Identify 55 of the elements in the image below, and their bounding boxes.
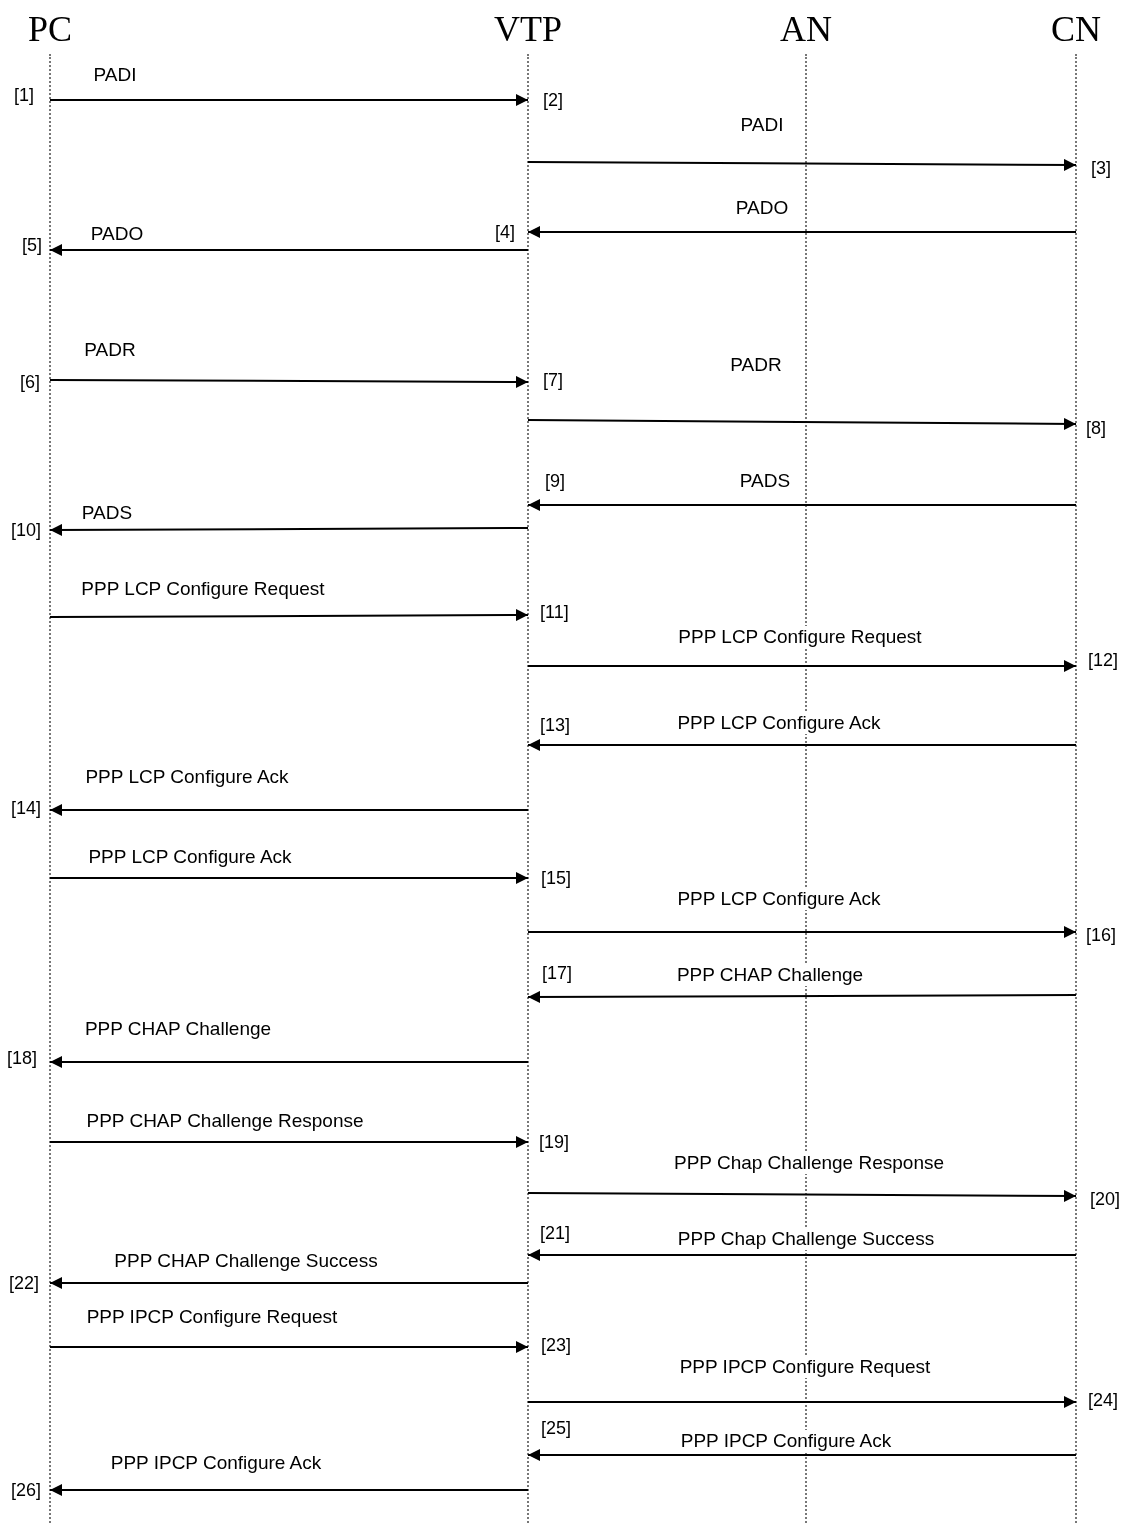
message-arrow (49, 609, 529, 622)
step-number: [15] (541, 868, 572, 888)
message-arrow (49, 804, 529, 816)
step-number: [8] (1086, 418, 1106, 438)
message-arrow (49, 375, 529, 388)
step-number: [5] (22, 235, 42, 255)
message-label: PPP LCP Configure Request (676, 626, 924, 648)
step-number: [9] (545, 471, 565, 491)
step-number: [23] (541, 1335, 572, 1355)
message-arrow (527, 158, 1077, 171)
message-arrow (527, 417, 1077, 430)
message-arrow (527, 1189, 1077, 1202)
message-arrow (527, 926, 1077, 938)
message-arrow (527, 739, 1077, 751)
step-number: [20] (1090, 1189, 1121, 1209)
step-number: [21] (540, 1223, 571, 1243)
message-arrow (49, 244, 529, 256)
step-number: [24] (1088, 1390, 1119, 1410)
message-arrow (527, 1249, 1077, 1261)
step-number: [17] (542, 963, 573, 983)
message-arrow (49, 1056, 529, 1068)
participant-name: PC (26, 8, 73, 50)
message-arrow (49, 1341, 529, 1353)
step-number: [13] (540, 715, 571, 735)
step-number: [4] (495, 222, 515, 242)
participant-name: CN (1050, 8, 1102, 50)
step-number: [7] (543, 370, 563, 390)
step-number: [26] (11, 1480, 42, 1500)
step-number: [10] (11, 520, 42, 540)
message-arrow (527, 1449, 1077, 1461)
message-arrow (49, 872, 529, 884)
message-arrow (527, 990, 1077, 1003)
message-arrow (527, 226, 1077, 238)
message-arrow (49, 1277, 529, 1289)
participant-name: VTP (493, 8, 563, 50)
step-number: [18] (7, 1048, 38, 1068)
message-arrow (49, 523, 529, 536)
message-arrow (527, 499, 1077, 511)
step-number: [2] (543, 90, 563, 110)
step-number: [19] (539, 1132, 570, 1152)
step-number: [14] (11, 798, 42, 818)
participant-name: AN (779, 8, 833, 50)
step-number: [22] (9, 1273, 40, 1293)
step-number: [6] (20, 372, 40, 392)
message-arrow (49, 1136, 529, 1148)
message-arrow (49, 94, 529, 106)
step-number: [11] (540, 602, 569, 622)
message-arrow (527, 1396, 1077, 1408)
step-number: [3] (1091, 158, 1111, 178)
step-number: [1] (14, 85, 34, 105)
step-number: [25] (541, 1418, 572, 1438)
step-number: [12] (1088, 650, 1119, 670)
step-number: [16] (1086, 925, 1117, 945)
message-arrow (527, 660, 1077, 672)
message-arrow (49, 1484, 529, 1496)
